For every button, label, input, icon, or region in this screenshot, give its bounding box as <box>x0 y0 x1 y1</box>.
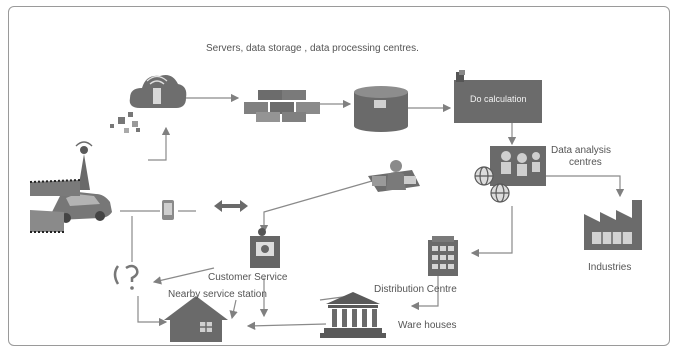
globe-icon <box>474 166 510 203</box>
data-packets-icon <box>110 112 140 133</box>
servers-label: Servers, data storage , data processing … <box>206 43 419 54</box>
mobile-phone-icon <box>162 200 174 220</box>
signal-beam-icon <box>29 179 81 233</box>
question-icon <box>113 264 139 290</box>
data-analysis-label-line2: centres <box>569 157 602 168</box>
person-at-desk-icon <box>368 160 420 192</box>
nearby-service-station-label: Nearby service station <box>168 289 267 300</box>
signal-tower-icon <box>75 141 93 190</box>
cloud-wifi-icon <box>129 75 187 108</box>
factory-icon <box>584 200 642 250</box>
ware-houses-label: Ware houses <box>398 320 457 331</box>
do-calculation-label: Do calculation <box>470 94 527 104</box>
industries-label: Industries <box>588 262 632 273</box>
calculation-box-icon <box>454 70 542 123</box>
database-icon <box>354 86 408 132</box>
connector-lines <box>120 93 625 331</box>
info-kiosk-icon <box>250 228 280 268</box>
people-group-icon <box>490 146 546 186</box>
building-icon <box>428 236 458 276</box>
warehouse-icon <box>320 292 386 338</box>
distribution-centre-label: Distribution Centre <box>374 284 457 295</box>
double-arrow-icon <box>214 200 248 212</box>
server-rack-icon <box>244 90 320 122</box>
house-icon <box>164 296 228 342</box>
data-analysis-label-line1: Data analysis <box>551 145 612 156</box>
customer-service-label: Customer Service <box>208 272 288 283</box>
